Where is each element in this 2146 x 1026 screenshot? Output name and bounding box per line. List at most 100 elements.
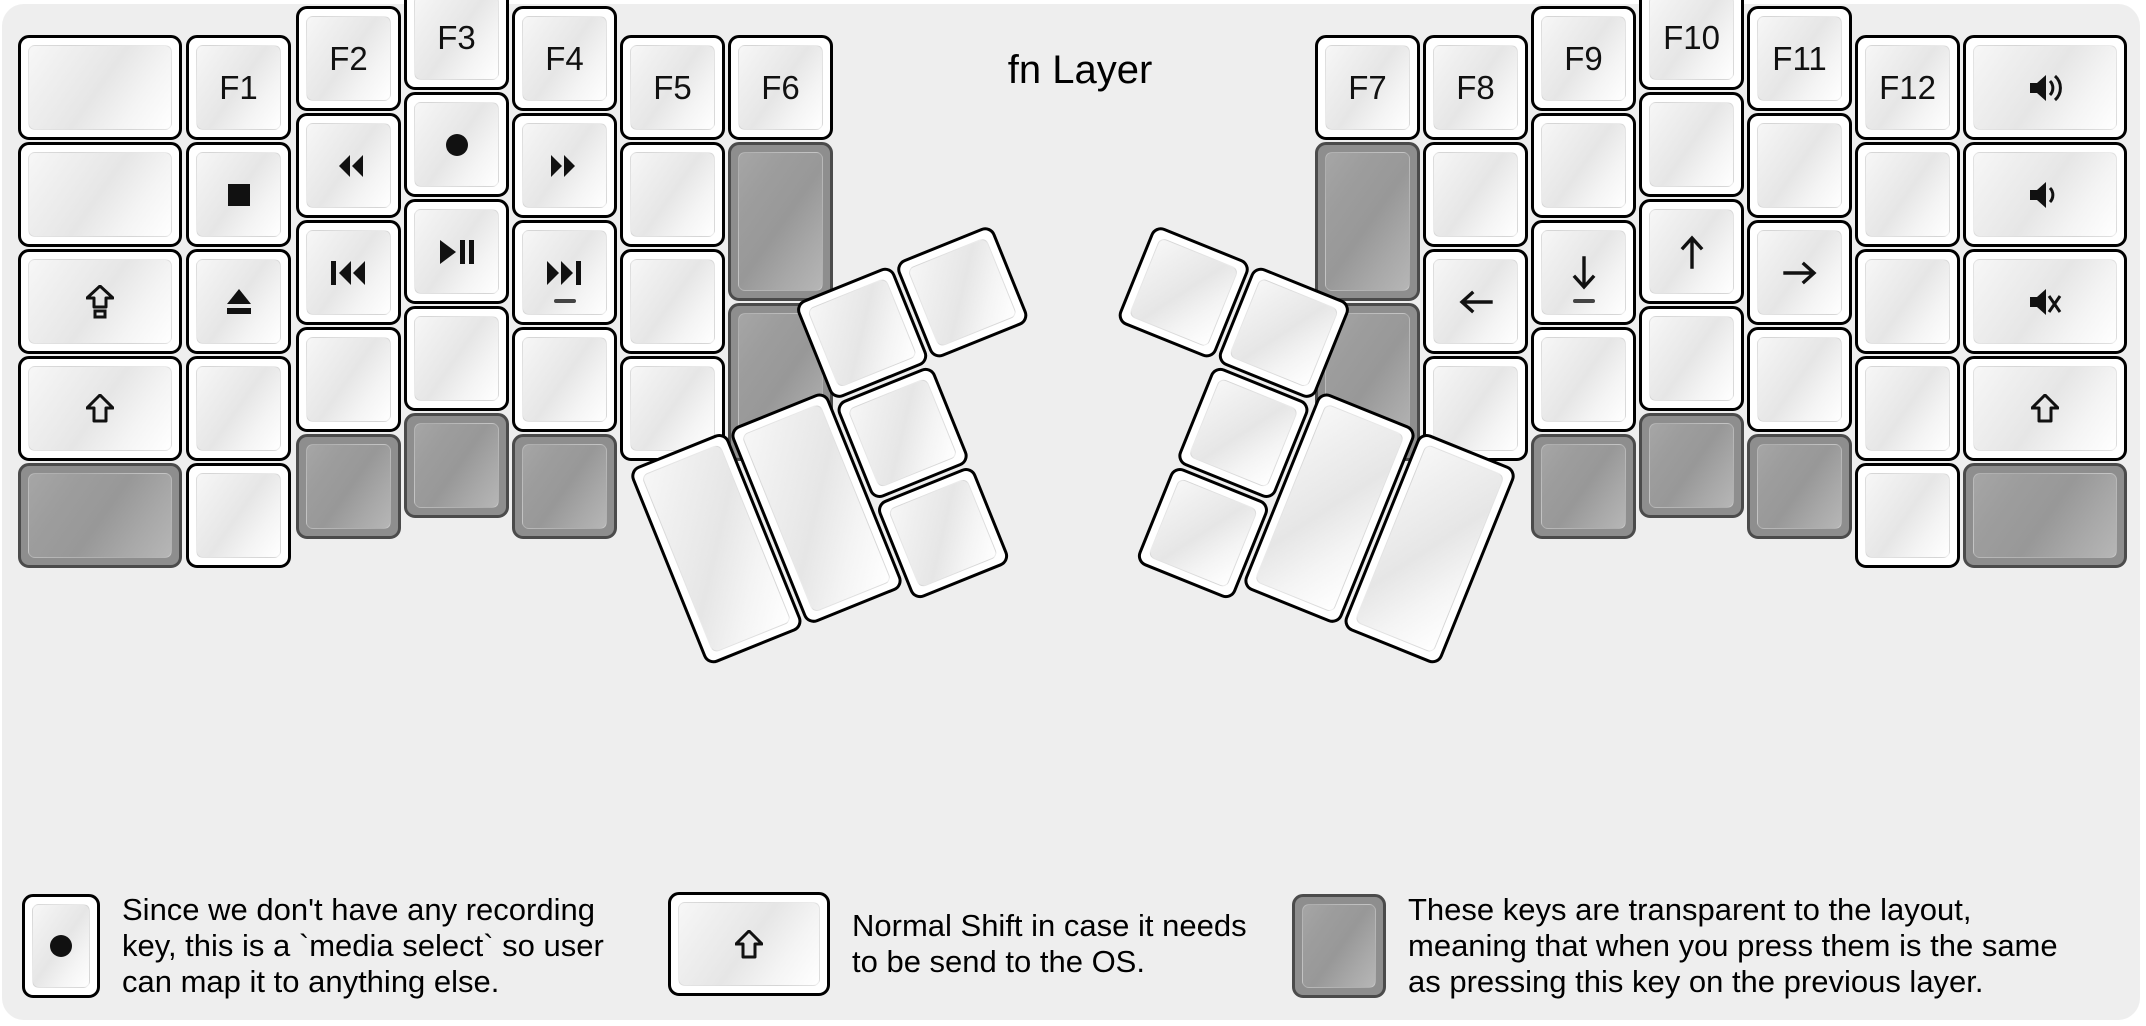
keycap-face <box>414 209 499 294</box>
legend-normal-shift-key[interactable] <box>668 892 830 996</box>
key-legend-text: F4 <box>545 40 584 77</box>
key-arrow-up[interactable] <box>1639 199 1744 304</box>
key-media-next-track[interactable] <box>512 220 617 325</box>
key-blank-r3c13[interactable] <box>1855 249 1960 354</box>
key-legend-text: F12 <box>1879 69 1936 106</box>
keycap-face <box>806 277 918 389</box>
key-blank-r5c2[interactable] <box>186 463 291 568</box>
key-blank-r4c2[interactable] <box>186 356 291 461</box>
key-blank-r3c6[interactable] <box>620 249 725 354</box>
key-arrow-down[interactable] <box>1531 220 1636 325</box>
key-volume-mute[interactable] <box>1963 249 2127 354</box>
volume-up-icon <box>2028 72 2062 104</box>
key-transparent-r2c8[interactable] <box>1315 142 1420 301</box>
key-transparent-r5c11[interactable] <box>1639 413 1744 518</box>
keycap-face <box>1188 377 1299 489</box>
key-blank-r4c4[interactable] <box>404 306 509 411</box>
key-blank-r2c13[interactable] <box>1855 142 1960 247</box>
keycap-face <box>1973 45 2117 130</box>
key-f10[interactable]: F10 <box>1639 0 1744 90</box>
key-media-rewind[interactable] <box>296 113 401 218</box>
key-blank-r4c9[interactable] <box>1423 356 1528 461</box>
key-media-stop[interactable] <box>186 142 291 247</box>
legend-normal-shift-swatch <box>668 892 830 996</box>
key-transparent-r5c12[interactable] <box>1747 434 1852 539</box>
keycap-face <box>1973 473 2117 558</box>
key-media-eject[interactable] <box>186 249 291 354</box>
key-f6[interactable]: F6 <box>728 35 833 140</box>
keycap-face <box>414 102 499 187</box>
key-legend-text: F10 <box>1663 19 1720 56</box>
key-media-play-pause[interactable] <box>404 199 509 304</box>
key-media-select[interactable] <box>404 92 509 197</box>
homing-bar <box>553 299 576 304</box>
key-f4[interactable]: F4 <box>512 6 617 111</box>
shift-icon <box>85 394 114 423</box>
media-play-pause-icon <box>438 238 476 266</box>
key-transparent-r5c14[interactable] <box>1963 463 2127 568</box>
key-blank-r4c5[interactable] <box>512 327 617 432</box>
key-blank-r2c6[interactable] <box>620 142 725 247</box>
key-shift-left[interactable] <box>18 356 182 461</box>
keycap-face <box>306 444 391 529</box>
key-blank-r4c13[interactable] <box>1855 356 1960 461</box>
key-transparent-r5c5[interactable] <box>512 434 617 539</box>
keycap-face <box>1865 152 1950 237</box>
key-blank-r1c1[interactable] <box>18 35 182 140</box>
key-f8[interactable]: F8 <box>1423 35 1528 140</box>
key-blank-r5c13[interactable] <box>1855 463 1960 568</box>
key-arrow-left[interactable] <box>1423 249 1528 354</box>
key-volume-down[interactable] <box>1963 142 2127 247</box>
key-blank-r2c11[interactable] <box>1639 92 1744 197</box>
keycap-face <box>1128 237 1240 348</box>
key-transparent-r5c1[interactable] <box>18 463 182 568</box>
keycap-face: F2 <box>306 16 391 101</box>
key-blank-r2c1[interactable] <box>18 142 182 247</box>
keycap-face <box>630 152 715 237</box>
keycap-face <box>32 903 90 988</box>
legend-media-select-key[interactable] <box>22 893 100 998</box>
keycap-face <box>28 45 172 130</box>
key-arrow-right[interactable] <box>1747 220 1852 325</box>
key-blank-r4c12[interactable] <box>1747 327 1852 432</box>
key-transparent-r5c3[interactable] <box>296 434 401 539</box>
keycap-face: F6 <box>738 45 823 130</box>
key-f11[interactable]: F11 <box>1747 6 1852 111</box>
legend-transparent-key[interactable] <box>1292 893 1386 998</box>
key-volume-up[interactable] <box>1963 35 2127 140</box>
keycap-face <box>738 152 823 291</box>
key-blank-r4c11[interactable] <box>1639 306 1744 411</box>
key-legend-text: F3 <box>437 19 476 56</box>
key-transparent-r2c7[interactable] <box>728 142 833 301</box>
key-f12[interactable]: F12 <box>1855 35 1960 140</box>
keycap-face <box>1147 477 1259 589</box>
key-f1[interactable]: F1 <box>186 35 291 140</box>
key-caps-lock[interactable] <box>18 249 182 354</box>
key-blank-r2c12[interactable] <box>1747 113 1852 218</box>
key-transparent-r5c10[interactable] <box>1531 434 1636 539</box>
key-legend-text: F6 <box>761 69 800 106</box>
key-f2[interactable]: F2 <box>296 6 401 111</box>
keycap-face <box>1973 152 2117 237</box>
key-media-prev-track[interactable] <box>296 220 401 325</box>
keycap-face: F5 <box>630 45 715 130</box>
key-media-fast-forward[interactable] <box>512 113 617 218</box>
key-f5[interactable]: F5 <box>620 35 725 140</box>
key-blank-r2c10[interactable] <box>1531 113 1636 218</box>
key-shift-right[interactable] <box>1963 356 2127 461</box>
key-blank-r2c9[interactable] <box>1423 142 1528 247</box>
key-legend-text: F11 <box>1772 40 1827 77</box>
key-legend-text: F7 <box>1348 69 1387 106</box>
key-f3[interactable]: F3 <box>404 0 509 90</box>
key-f9[interactable]: F9 <box>1531 6 1636 111</box>
key-transparent-r5c4[interactable] <box>404 413 509 518</box>
keycap-face: F4 <box>522 16 607 101</box>
key-blank-r4c10[interactable] <box>1531 327 1636 432</box>
keycap-face: F7 <box>1325 45 1410 130</box>
legend-normal-shift: Normal Shift in case it needs to be send… <box>668 892 1247 996</box>
keycap-face <box>414 316 499 401</box>
key-blank-r4c3[interactable] <box>296 327 401 432</box>
legend-normal-shift-text: Normal Shift in case it needs to be send… <box>852 908 1247 979</box>
key-f7[interactable]: F7 <box>1315 35 1420 140</box>
